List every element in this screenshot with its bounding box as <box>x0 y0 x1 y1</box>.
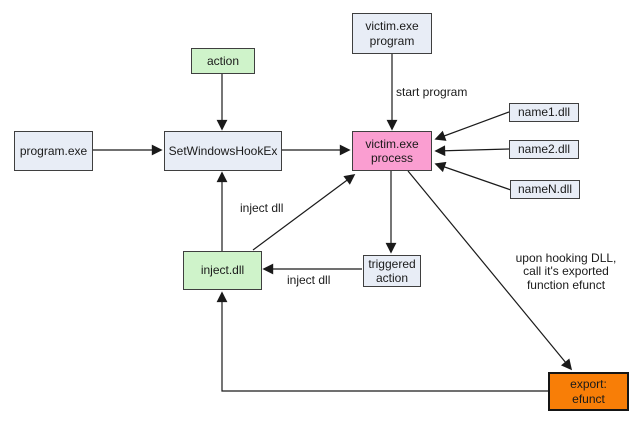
node-program-exe: program.exe <box>14 131 93 171</box>
node-name2-dll: name2.dll <box>509 140 579 159</box>
edge-name1-to-process <box>434 111 510 141</box>
node-action: action <box>191 48 255 74</box>
node-export-efunct: export: efunct <box>548 372 629 411</box>
edge-process-to-export <box>407 170 573 371</box>
edge-name2-to-process <box>434 145 510 157</box>
node-triggered-action: triggered action <box>363 255 421 287</box>
edge-label-inject-dll-upper: inject dll <box>240 201 284 215</box>
node-victim-process: victim.exe process <box>352 131 432 171</box>
node-setwindowshookex: SetWindowsHookEx <box>164 131 282 171</box>
edge-export-to-injectdll <box>216 291 548 392</box>
edge-nameN-to-process <box>434 161 512 191</box>
node-nameN-dll: nameN.dll <box>510 180 580 199</box>
edge-label-upon-hooking: upon hooking DLL, call it's exported fun… <box>515 251 617 292</box>
node-victim-program: victim.exe program <box>352 13 432 54</box>
node-inject-dll: inject.dll <box>183 251 262 290</box>
node-name1-dll: name1.dll <box>509 103 579 122</box>
edge-injectdll-to-process <box>252 174 356 251</box>
edge-label-inject-dll-lower: inject dll <box>287 273 331 287</box>
edge-label-start-program: start program <box>396 85 468 99</box>
